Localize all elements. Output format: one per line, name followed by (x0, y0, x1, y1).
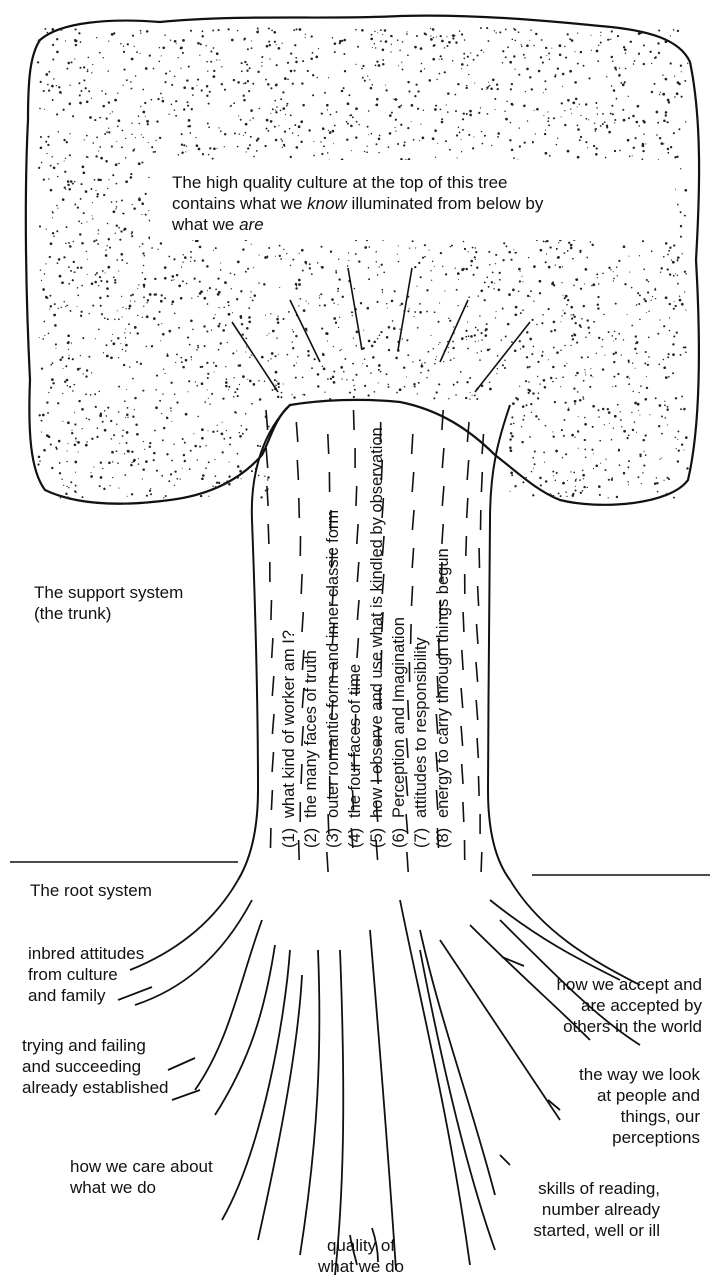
trunk-item-number: (3) (324, 818, 343, 848)
trunk-item-number: (4) (346, 818, 365, 848)
support-system-label: The support system (the trunk) (34, 582, 183, 624)
trunk-item-1: (1)what kind of worker am I? (280, 630, 299, 848)
trunk-item-6: (6)Perception and Imagination (390, 617, 409, 848)
root-label-quality: quality of what we do (318, 1235, 404, 1277)
trunk-item-4: (4)the four faces of time (346, 664, 365, 848)
trunk-item-number: (5) (368, 818, 387, 848)
trunk-item-text: what kind of worker am I? (280, 630, 298, 818)
trunk-item-number: (6) (390, 818, 409, 848)
emphasis-are: are (239, 215, 264, 234)
trunk-item-text: Perception and Imagination (390, 617, 408, 818)
root-label-inbred: inbred attitudes from culture and family (28, 943, 144, 1006)
trunk-item-3: (3)outer romantic form and inner classic… (324, 510, 343, 848)
trunk-item-text: outer romantic form and inner classic fo… (324, 510, 342, 818)
canopy-texture (37, 27, 689, 499)
trunk-item-text: attitudes to responsibility (412, 637, 430, 818)
root-label-look: the way we look at people and things, ou… (579, 1064, 700, 1148)
trunk-item-number: (1) (280, 818, 299, 848)
trunk-item-text: how I observe and use what is kindled by… (368, 427, 386, 818)
canopy-caption-line-2: contains what we know illuminated from b… (172, 193, 692, 214)
ground-line (10, 862, 710, 875)
canopy-caption-line-3: what we are (172, 214, 692, 235)
trunk-item-number: (2) (302, 818, 321, 848)
root-system-title: The root system (30, 880, 152, 901)
trunk-item-number: (8) (434, 818, 453, 848)
trunk-item-5: (5)how I observe and use what is kindled… (368, 427, 387, 848)
trunk-item-text: the four faces of time (346, 664, 364, 818)
root-label-care: how we care about what we do (70, 1156, 213, 1198)
root-label-skills: skills of reading, number already starte… (533, 1178, 660, 1241)
trunk-item-7: (7)attitudes to responsibility (412, 637, 431, 848)
root-label-trying: trying and failing and succeeding alread… (22, 1035, 168, 1098)
canopy-caption: The high quality culture at the top of t… (172, 172, 692, 235)
emphasis-know: know (307, 194, 347, 213)
trunk-item-8: (8)energy to carry through things begun (434, 548, 453, 848)
canopy-caption-line-1: The high quality culture at the top of t… (172, 172, 692, 193)
trunk-item-text: energy to carry through things begun (434, 548, 452, 818)
trunk-item-2: (2)the many faces of truth (302, 650, 321, 848)
trunk-item-text: the many faces of truth (302, 650, 320, 818)
trunk-item-number: (7) (412, 818, 431, 848)
root-label-accept: how we accept and are accepted by others… (556, 974, 702, 1037)
